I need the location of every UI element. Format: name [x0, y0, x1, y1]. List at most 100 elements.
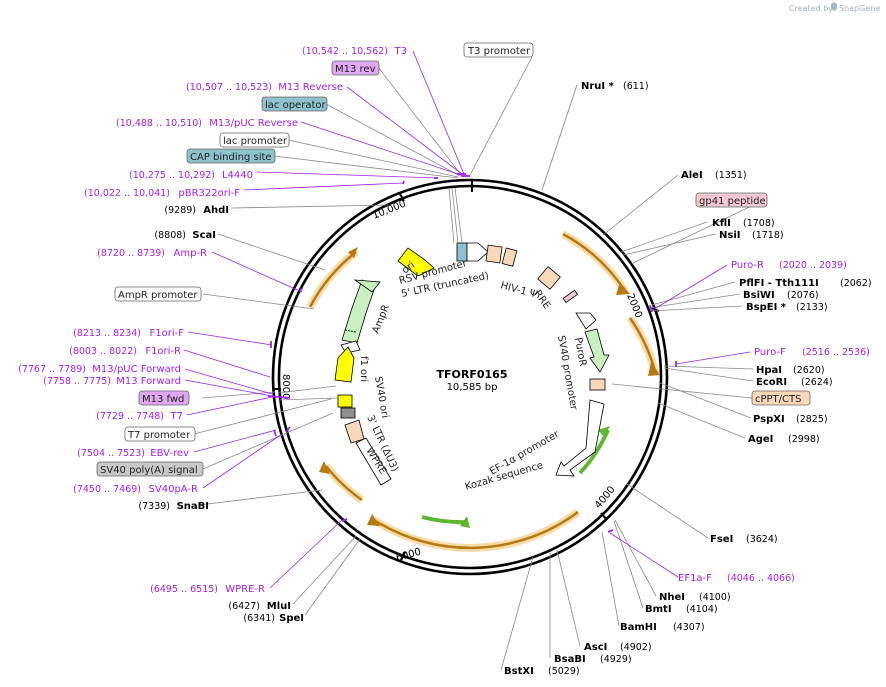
- primer-name[interactable]: Puro-R: [731, 260, 764, 271]
- primer-name[interactable]: T7: [170, 411, 183, 422]
- primer-name[interactable]: Puro-F: [754, 347, 786, 358]
- primer-pos: (8213 .. 8234): [73, 328, 141, 339]
- primer-name[interactable]: EF1a-F: [678, 573, 712, 584]
- label-t3-promoter[interactable]: T3 promoter: [467, 46, 531, 57]
- boxed-labels: T3 promoter M13 rev lac operator lac pro…: [96, 42, 811, 477]
- site-name[interactable]: BamHI: [620, 622, 657, 633]
- tick-label-8000: 8000: [280, 374, 291, 399]
- label-cppt-cts[interactable]: cPPT/CTS: [755, 394, 801, 405]
- site-pos: (6341): [243, 613, 275, 624]
- site-name[interactable]: AscI: [584, 642, 607, 653]
- site-pos: (611): [623, 81, 649, 92]
- primer-marks: [267, 173, 677, 533]
- site-pos: (4929): [600, 654, 632, 665]
- credit-brand: SnapGene: [839, 4, 880, 13]
- primer-pos: (6495 .. 6515): [150, 584, 218, 595]
- primer-name[interactable]: M13 Forward: [116, 376, 181, 387]
- primer-pos: (10,488 .. 10,510): [116, 118, 202, 129]
- site-pos: (7339): [138, 501, 170, 512]
- site-name[interactable]: NsiI: [719, 230, 740, 241]
- plasmid-name: TFORF0165: [437, 368, 508, 381]
- site-pos: (4307): [673, 622, 705, 633]
- site-name[interactable]: BmtI: [645, 604, 672, 615]
- snapgene-logo-icon: [831, 2, 837, 11]
- primer-pos: (7767 .. 7789): [18, 364, 86, 375]
- sites-left: (9289) AhdI (8808) ScaI (7339) SnaBI (64…: [138, 205, 304, 624]
- tick-label-4000: 4000: [593, 484, 618, 511]
- label-cap-site[interactable]: CAP binding site: [190, 152, 272, 163]
- site-name[interactable]: PflFI - Tth111I: [739, 278, 819, 289]
- site-pos: (2620): [793, 365, 825, 376]
- primer-name[interactable]: SV40pA-R: [149, 484, 198, 495]
- label-ampr-promoter[interactable]: AmpR promoter: [118, 290, 198, 301]
- site-pos: (1718): [752, 230, 784, 241]
- primer-name[interactable]: M13/pUC Forward: [92, 364, 181, 375]
- primer-name[interactable]: WPRE-R: [225, 584, 265, 595]
- primer-pos: (2516 .. 2536): [802, 347, 870, 358]
- site-name[interactable]: NruI *: [581, 81, 615, 92]
- site-pos: (5029): [548, 666, 580, 677]
- primer-name[interactable]: Amp-R: [174, 248, 208, 259]
- site-name[interactable]: BspEI *: [746, 302, 787, 313]
- site-pos: (4902): [620, 642, 652, 653]
- primer-name[interactable]: T3: [394, 46, 407, 57]
- label-m13-fwd[interactable]: M13 fwd: [142, 394, 184, 405]
- primer-name[interactable]: EBV-rev: [150, 448, 189, 459]
- primer-pos: (7729 .. 7748): [96, 411, 164, 422]
- site-name[interactable]: KflI: [712, 218, 731, 229]
- primer-name[interactable]: M13/pUC Reverse: [209, 118, 298, 129]
- primer-name[interactable]: M13 Reverse: [278, 82, 343, 93]
- tick-label-2000: 2000: [624, 292, 644, 320]
- site-pos: (2825): [796, 414, 828, 425]
- label-lac-operator[interactable]: lac operator: [265, 100, 326, 111]
- site-name[interactable]: AhdI: [203, 205, 229, 216]
- site-pos: (4100): [699, 592, 731, 603]
- label-m13-rev[interactable]: M13 rev: [335, 64, 376, 75]
- label-gp41[interactable]: gp41 peptide: [699, 196, 766, 207]
- primer-pos: (10,507 .. 10,523): [186, 82, 272, 93]
- site-name[interactable]: ScaI: [192, 230, 216, 241]
- site-name[interactable]: PspXI: [753, 414, 785, 425]
- primer-pos: (10,275 .. 10,292): [129, 170, 215, 181]
- site-name[interactable]: SnaBI: [177, 501, 209, 512]
- primer-pos: (4046 .. 4066): [727, 573, 795, 584]
- site-name[interactable]: FseI: [710, 534, 733, 545]
- site-name[interactable]: NheI: [659, 592, 685, 603]
- feature-puror: PuroR: [572, 337, 588, 368]
- primers-left: (10,542 .. 10,562) T3 (10,507 .. 10,523)…: [18, 46, 407, 595]
- site-pos: (2998): [788, 434, 820, 445]
- site-pos: (1708): [743, 218, 775, 229]
- backbone-outer: [271, 178, 669, 576]
- primer-name[interactable]: F1ori-R: [145, 346, 181, 357]
- site-pos: (2624): [801, 377, 833, 388]
- tick-label-10000: 10,000: [371, 198, 408, 221]
- primer-leader-lines: [183, 50, 751, 589]
- credit-text: Created by: [789, 4, 833, 13]
- site-name[interactable]: EcoRI: [756, 377, 787, 388]
- label-lac-promoter[interactable]: lac promoter: [223, 136, 288, 147]
- site-pos: (3624): [746, 534, 778, 545]
- site-pos: (2076): [787, 290, 819, 301]
- label-t7-promoter[interactable]: T7 promoter: [127, 430, 191, 441]
- site-pos: (6427): [228, 601, 260, 612]
- site-pos: (1351): [715, 170, 747, 181]
- site-name[interactable]: BstXI: [504, 666, 534, 677]
- primer-name[interactable]: F1ori-F: [150, 328, 185, 339]
- site-name[interactable]: BsiWI: [743, 290, 775, 301]
- site-name[interactable]: HpaI: [756, 365, 782, 376]
- backbone-inner: [277, 184, 663, 570]
- sites-right: NruI * (611) AleI (1351) KflI (1708) Nsi…: [504, 81, 872, 677]
- orf-arrowheads: [319, 247, 660, 528]
- site-name[interactable]: MluI: [267, 601, 291, 612]
- site-name[interactable]: BsaBI: [554, 654, 586, 665]
- primer-name[interactable]: L4440: [222, 170, 253, 181]
- label-sv40-polya[interactable]: SV40 poly(A) signal: [100, 465, 198, 476]
- feature-ampr: AmpR: [371, 303, 392, 335]
- site-name[interactable]: SpeI: [279, 613, 304, 624]
- site-name[interactable]: AgeI: [748, 434, 773, 445]
- primer-name[interactable]: pBR322ori-F: [178, 188, 240, 199]
- site-name[interactable]: AleI: [681, 170, 703, 181]
- site-pos: (4104): [686, 604, 718, 615]
- site-pos: (9289): [164, 205, 196, 216]
- plasmid-length: 10,585 bp: [447, 382, 498, 393]
